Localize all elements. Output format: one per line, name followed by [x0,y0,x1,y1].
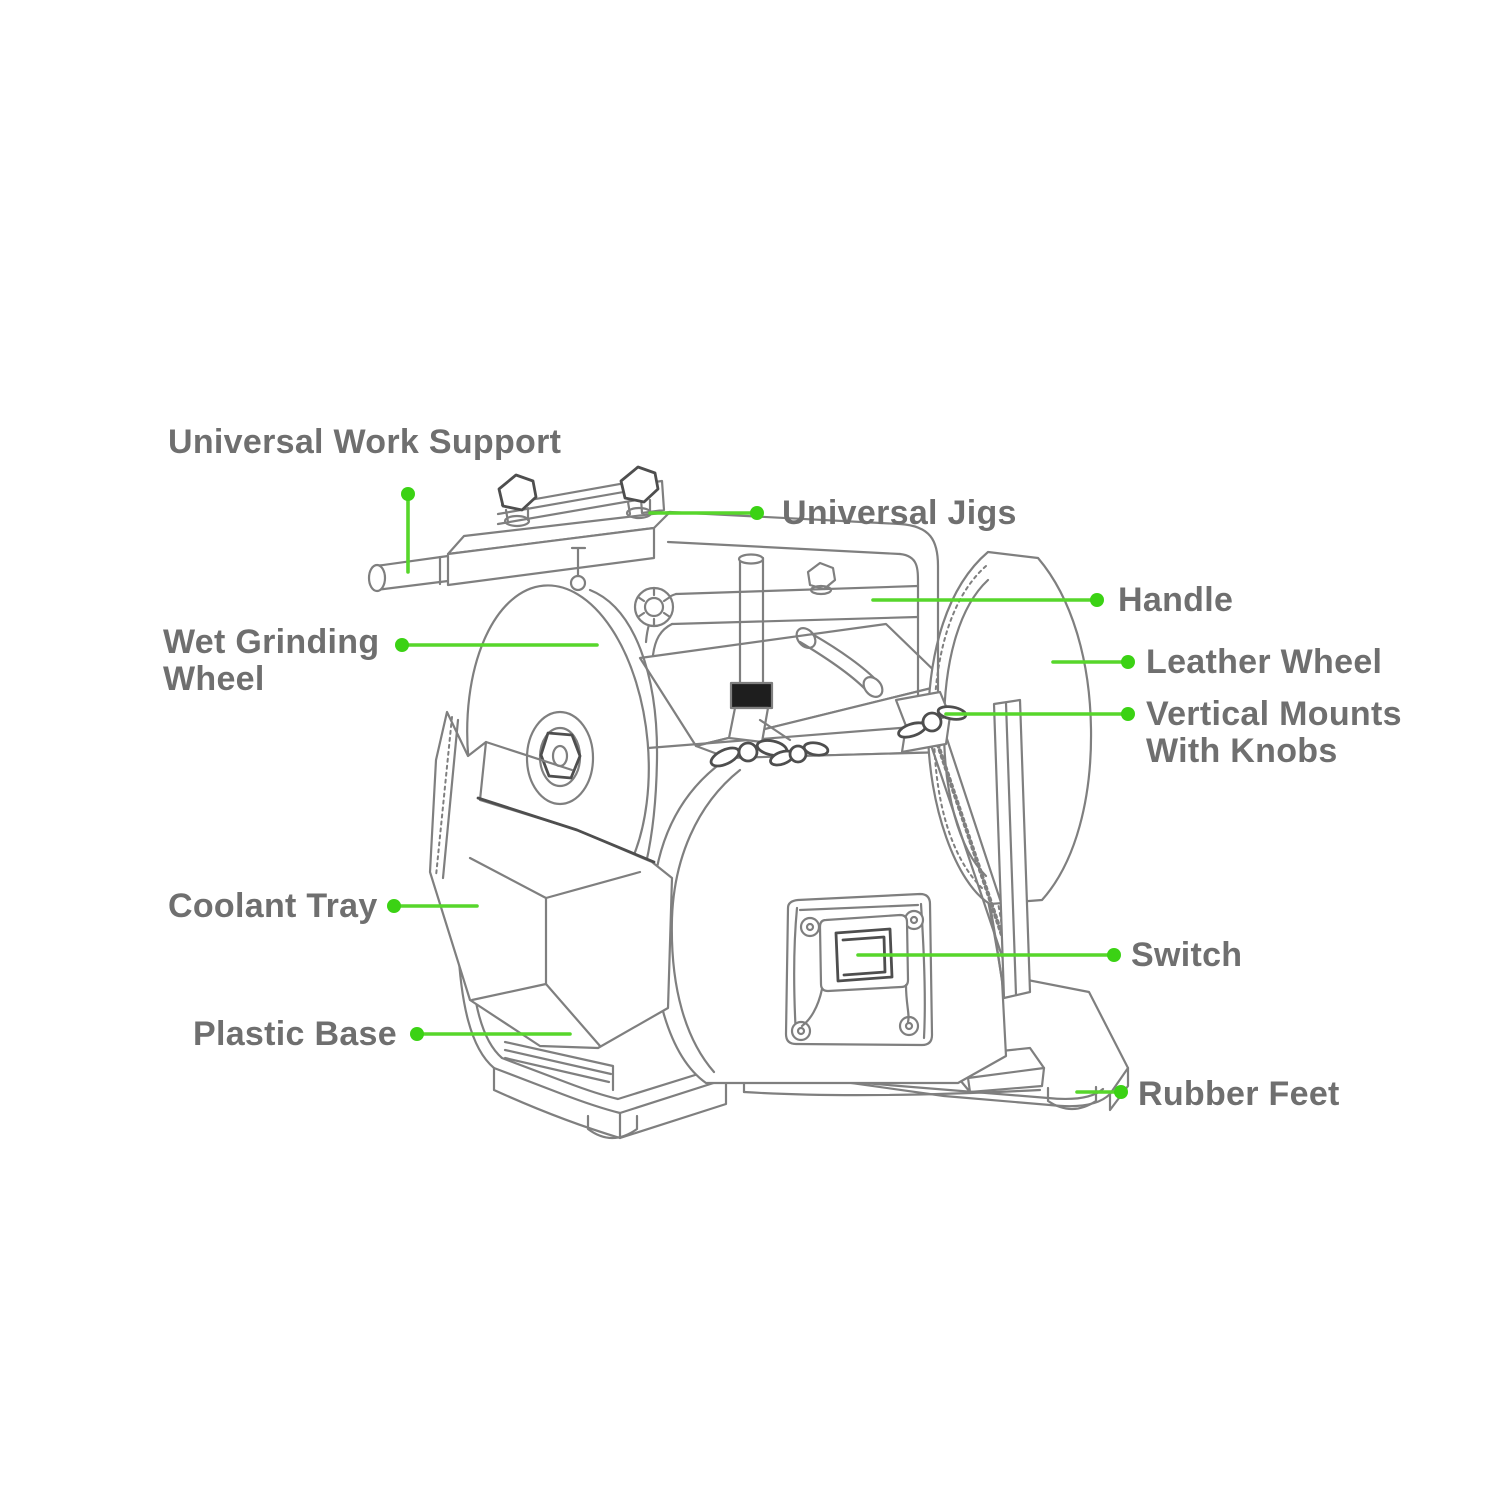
jig-screw [569,546,587,592]
dot-leather-wheel [1121,655,1135,669]
rubber-foot-left [586,1114,639,1140]
dot-vertical-mounts [1121,707,1135,721]
dot-plastic-base [410,1027,424,1041]
switch-panel-drawing [784,892,934,1047]
wheel-support-arm-drawing [928,698,1032,1000]
leader-lines [392,492,1130,1094]
rubber-foot-right [1046,1085,1098,1111]
machine-drawing [367,465,1130,1140]
label-universal-work-support: Universal Work Support [168,423,562,461]
label-leather-wheel: Leather Wheel [1146,643,1383,681]
vertical-mount-right-drawing [894,690,968,754]
work-support-rod-drawing [367,554,450,593]
dot-rubber-feet [1114,1085,1128,1099]
top-assembly-drawing [367,465,968,768]
dot-coolant-tray [387,899,401,913]
label-handle: Handle [1118,581,1234,619]
label-coolant-tray: Coolant Tray [168,887,378,925]
wheel-hub-drawing [525,710,595,806]
dot-wet-grinding-wheel [395,638,409,652]
label-wet-grinding-wheel: Wet Grinding Wheel [163,623,380,698]
label-rubber-feet: Rubber Feet [1138,1075,1340,1113]
vertical-mount-center-drawing [709,553,830,768]
label-switch: Switch [1131,936,1243,974]
dot-universal-jigs [750,506,764,520]
label-vertical-mounts: Vertical Mounts With Knobs [1146,695,1402,770]
coolant-tray-drawing [428,710,674,1050]
label-plastic-base: Plastic Base [193,1015,397,1053]
dot-switch [1107,948,1121,962]
label-universal-jigs: Universal Jigs [782,494,1017,532]
dot-handle [1090,593,1104,607]
dot-universal-work-support [401,487,415,501]
mounted-tool-drawing [795,627,884,698]
jig-knob-left [497,473,538,528]
leader-dots [387,487,1135,1099]
bar-hex-bolt-drawing [806,561,837,596]
star-knob-drawing [633,586,675,628]
switch-screws [790,909,925,1042]
